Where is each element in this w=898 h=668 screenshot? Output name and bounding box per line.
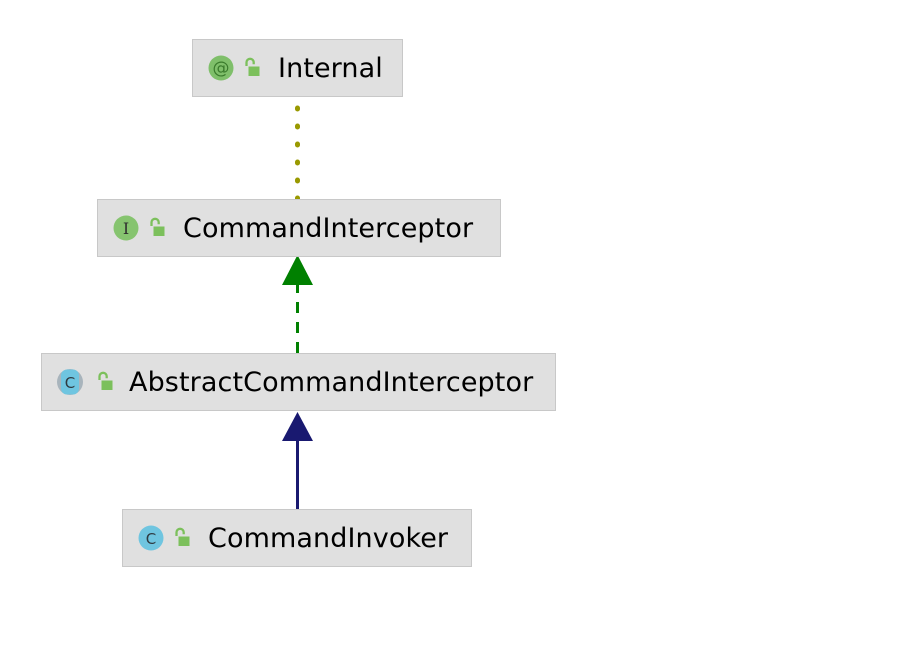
- abstract-class-icon: C: [57, 369, 83, 395]
- uml-node-command-invoker[interactable]: C CommandInvoker: [122, 509, 472, 567]
- node-label: AbstractCommandInterceptor: [129, 366, 534, 398]
- inheritance-arrowhead: [282, 412, 313, 441]
- icon-group: C: [137, 524, 191, 552]
- class-icon: C: [138, 525, 164, 551]
- uml-node-internal[interactable]: @ Internal: [192, 39, 403, 97]
- node-label: Internal: [278, 52, 383, 84]
- open-padlock-icon: [98, 371, 113, 390]
- svg-text:@: @: [213, 59, 230, 79]
- realization-arrowhead: [282, 255, 313, 285]
- uml-node-command-interceptor[interactable]: I CommandInterceptor: [97, 199, 501, 257]
- node-label: CommandInterceptor: [183, 212, 474, 244]
- svg-text:C: C: [65, 374, 75, 392]
- edge-generalization: [282, 412, 313, 509]
- svg-text:C: C: [146, 530, 156, 548]
- edge-realization: [282, 255, 313, 353]
- svg-text:I: I: [123, 219, 129, 238]
- open-padlock-icon: [150, 217, 165, 236]
- icon-group: C: [52, 367, 114, 397]
- node-label: CommandInvoker: [208, 522, 449, 554]
- uml-node-abstract-command-interceptor[interactable]: C AbstractCommandInterceptor: [41, 353, 556, 411]
- annotation-icon: @: [208, 55, 234, 81]
- icon-group: @: [207, 54, 261, 82]
- open-padlock-icon: [175, 527, 190, 546]
- interface-icon: I: [113, 215, 139, 241]
- icon-group: I: [112, 214, 166, 242]
- open-padlock-icon: [245, 57, 260, 76]
